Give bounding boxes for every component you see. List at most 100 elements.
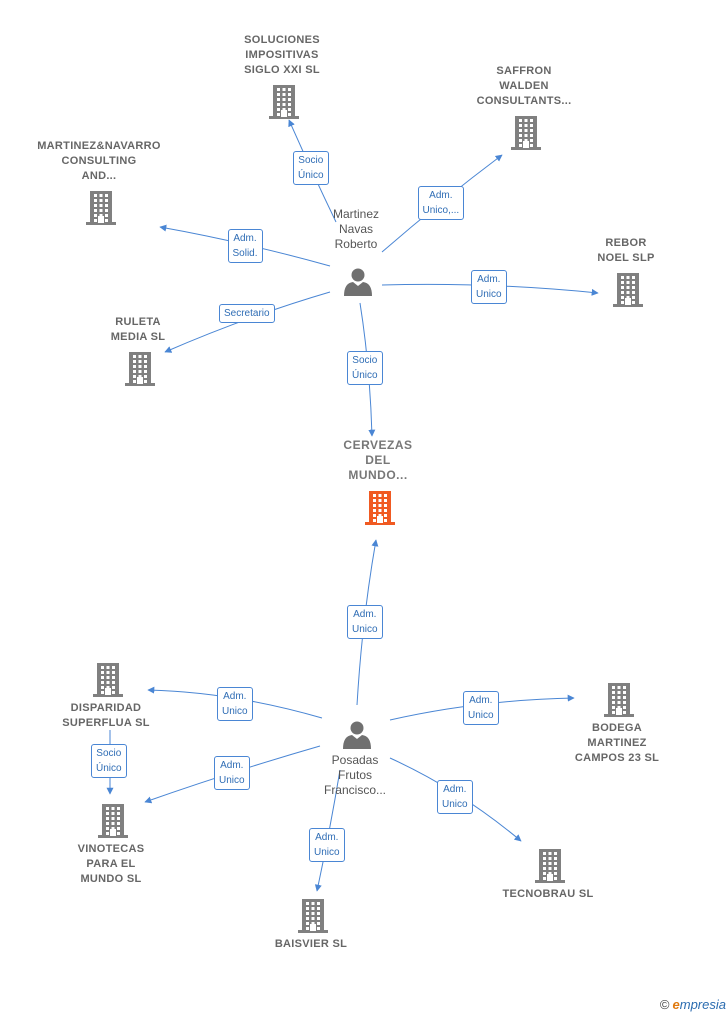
node-label-line: MARTINEZ&NAVARRO bbox=[37, 140, 161, 152]
edge-label-line: Adm. bbox=[315, 832, 339, 843]
edge-label-person2-to-vinotecas[interactable]: Adm. Unico bbox=[214, 756, 250, 790]
edge-label-line: Unico,... bbox=[422, 205, 460, 216]
node-label-line: SIGLO XXI SL bbox=[244, 64, 320, 76]
node-label-line: TECNOBRAU SL bbox=[502, 888, 594, 900]
edge-label-person1-to-rebor[interactable]: Adm. Unico bbox=[471, 270, 507, 304]
node-label-line: MARTINEZ bbox=[587, 737, 647, 749]
node-label-line: DEL bbox=[365, 453, 391, 467]
company-building-icon-vinotecas[interactable] bbox=[98, 804, 128, 838]
edge-label-person2-to-bodega[interactable]: Adm.Unico bbox=[463, 691, 499, 725]
edge-label-line: Adm. bbox=[353, 609, 377, 620]
node-label-line: IMPOSITIVAS bbox=[245, 49, 319, 61]
company-building-icon-ruleta[interactable] bbox=[125, 352, 155, 386]
edge-label-line: Adm. bbox=[429, 190, 453, 201]
node-label-line: NOEL SLP bbox=[597, 252, 655, 264]
edge-label-line: Socio bbox=[352, 355, 378, 366]
edge-label-line: Único bbox=[352, 370, 378, 381]
edge-label-line: Secretario bbox=[224, 307, 270, 319]
node-label-line: CONSULTING bbox=[61, 155, 137, 167]
node-label-line: CAMPOS 23 SL bbox=[574, 752, 660, 764]
copyright-icon: © bbox=[659, 997, 670, 1012]
main-company-building-icon-main[interactable] bbox=[365, 491, 395, 525]
company-name-saffron[interactable]: SAFFRON WALDEN CONSULTANTS... bbox=[444, 64, 604, 109]
company-building-icon-disparidad[interactable] bbox=[93, 663, 123, 697]
edge-label-line: Adm. bbox=[443, 784, 467, 795]
edge-label-line: Unico bbox=[442, 799, 468, 810]
edge-label-person1-to-ruleta[interactable]: Secretario bbox=[219, 303, 275, 323]
edge-label-line: Socio bbox=[298, 155, 324, 166]
edge-label-line: Único bbox=[298, 170, 324, 181]
company-name-martineznavarro[interactable]: MARTINEZ&NAVARRO CONSULTING AND... bbox=[19, 139, 179, 184]
node-label-line: Posadas bbox=[331, 753, 379, 767]
node-label-line: DISPARIDAD bbox=[70, 702, 142, 714]
node-label-line: MEDIA SL bbox=[110, 331, 166, 343]
node-label-line: AND... bbox=[81, 170, 117, 182]
edge-label-person2-to-disparidad[interactable]: Adm. Unico bbox=[217, 687, 253, 721]
company-building-icon-soluciones[interactable] bbox=[269, 85, 299, 119]
company-name-baisvier[interactable]: BAISVIER SL bbox=[231, 937, 391, 952]
node-label-line: Frutos bbox=[337, 768, 372, 782]
edge-label-person2-to-tecnobrau[interactable]: Adm. Unico bbox=[437, 780, 473, 814]
edge-label-line: Unico bbox=[468, 710, 494, 721]
node-label-line: BODEGA bbox=[591, 722, 643, 734]
node-label-line: Francisco... bbox=[323, 783, 386, 797]
company-name-bodega[interactable]: BODEGA MARTINEZ CAMPOS 23 SL bbox=[537, 721, 697, 766]
brand-footer: ©empresia bbox=[660, 997, 726, 1012]
node-label-line: CONSULTANTS... bbox=[476, 95, 572, 107]
edge-label-line: Adm. bbox=[223, 691, 247, 702]
node-label-line: Roberto bbox=[334, 237, 378, 251]
edge-label-line: Solid. bbox=[232, 248, 258, 259]
person-icon-person1[interactable] bbox=[344, 268, 372, 297]
node-label-line: Navas bbox=[338, 222, 373, 236]
edge-label-line: Adm. bbox=[233, 233, 257, 244]
company-name-ruleta[interactable]: RULETA MEDIA SL bbox=[58, 315, 218, 345]
node-label-line: PARA EL bbox=[86, 858, 136, 870]
company-building-icon-bodega[interactable] bbox=[604, 683, 634, 717]
company-name-soluciones[interactable]: SOLUCIONES IMPOSITIVAS SIGLO XXI SL bbox=[202, 33, 362, 78]
edge-label-person1-to-saffron[interactable]: Adm. Unico,... bbox=[417, 186, 465, 220]
node-label-line: VINOTECAS bbox=[77, 843, 145, 855]
edge-label-line: Socio bbox=[96, 748, 122, 759]
edge-label-person2-to-main[interactable]: Adm. Unico bbox=[347, 605, 383, 639]
company-building-icon-tecnobrau[interactable] bbox=[535, 849, 565, 883]
edge-label-person1-to-martineznavarro[interactable]: Adm. Solid. bbox=[227, 229, 263, 263]
company-building-icon-martineznavarro[interactable] bbox=[86, 191, 116, 225]
node-label-line: MUNDO... bbox=[348, 468, 408, 482]
node-label-line: MUNDO SL bbox=[80, 873, 142, 885]
edge-label-line: Único bbox=[96, 763, 122, 774]
node-label-line: REBOR bbox=[605, 237, 647, 249]
company-name-rebor[interactable]: REBOR NOEL SLP bbox=[546, 236, 706, 266]
edge-label-person2-to-baisvier[interactable]: Adm. Unico bbox=[309, 828, 345, 862]
node-label-line: RULETA bbox=[115, 316, 161, 328]
brand-logo-initial: e bbox=[672, 997, 680, 1012]
brand-logo-text: mpresia bbox=[679, 997, 726, 1012]
node-label-line: SUPERFLUA SL bbox=[62, 717, 150, 729]
company-name-disparidad[interactable]: DISPARIDAD SUPERFLUA SL bbox=[26, 701, 186, 731]
edge-label-line: Unico bbox=[352, 624, 378, 635]
node-label-line: CERVEZAS bbox=[343, 438, 413, 452]
company-building-icon-rebor[interactable] bbox=[613, 273, 643, 307]
node-label-line: Martinez bbox=[332, 207, 379, 221]
edge-label-line: Unico bbox=[476, 289, 502, 300]
company-name-vinotecas[interactable]: VINOTECAS PARA EL MUNDO SL bbox=[31, 842, 191, 887]
edge-label-line: Unico bbox=[314, 847, 340, 858]
company-building-icon-baisvier[interactable] bbox=[298, 899, 328, 933]
edge-label-line: Unico bbox=[222, 706, 248, 717]
person-icon-person2[interactable] bbox=[343, 721, 371, 750]
edge-label-line: Adm. bbox=[477, 274, 501, 285]
node-label-line: WALDEN bbox=[499, 80, 549, 92]
edge-label-line: Adm. bbox=[220, 760, 244, 771]
company-building-icon-saffron[interactable] bbox=[511, 116, 541, 150]
node-label-line: SOLUCIONES bbox=[244, 34, 320, 46]
company-name-tecnobrau[interactable]: TECNOBRAU SL bbox=[468, 887, 628, 902]
node-label-line: BAISVIER SL bbox=[274, 938, 348, 950]
node-label-line: SAFFRON bbox=[496, 65, 552, 77]
edge-label-line: Unico bbox=[219, 775, 245, 786]
